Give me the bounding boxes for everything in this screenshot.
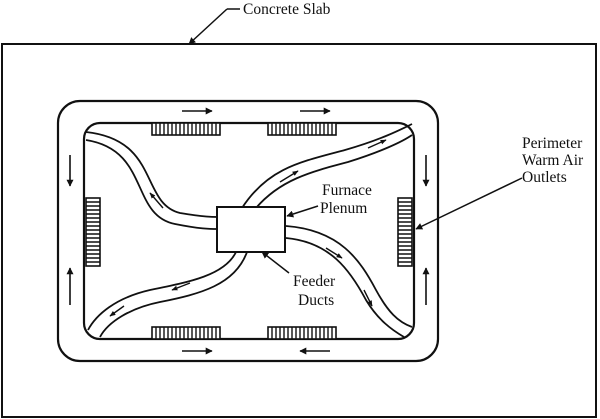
outlet-grille-left (85, 197, 101, 267)
outlet-grille-bottom-left (151, 326, 221, 340)
feeder-duct-upper-right (241, 123, 413, 209)
furnace-plenum-label-line1: Furnace (322, 182, 372, 199)
perimeter-airflow-arrows (66, 107, 430, 355)
outlet-grille-bottom-right (267, 326, 337, 340)
feeder-duct-upper-left (85, 131, 219, 230)
feeder-duct-lower-left (87, 251, 248, 338)
furnace-plenum-box (216, 206, 286, 253)
feeder-airflow-arrows (109, 139, 387, 317)
concrete-slab-outline (1, 43, 597, 418)
perimeter-outlets-label-line1: Perimeter (522, 135, 583, 152)
outlet-grille-right (397, 197, 413, 267)
perimeter-duct-outer (56, 99, 440, 363)
concrete-slab-label: Concrete Slab (243, 1, 331, 18)
outlet-grille-top-left (151, 122, 221, 136)
furnace-plenum-label-line2: Plenum (320, 200, 367, 217)
perimeter-duct-inner (82, 121, 416, 341)
outlet-grille-top-right (267, 122, 337, 136)
feeder-ducts-label-line2: Ducts (298, 292, 334, 309)
label-pointers (188, 8, 523, 274)
perimeter-outlets-label-line3: Outlets (522, 169, 567, 186)
perimeter-outlets-label-line2: Warm Air (522, 152, 584, 169)
feeder-ducts-label-line1: Feeder (293, 273, 336, 290)
feeder-duct-lower-right (285, 225, 413, 338)
